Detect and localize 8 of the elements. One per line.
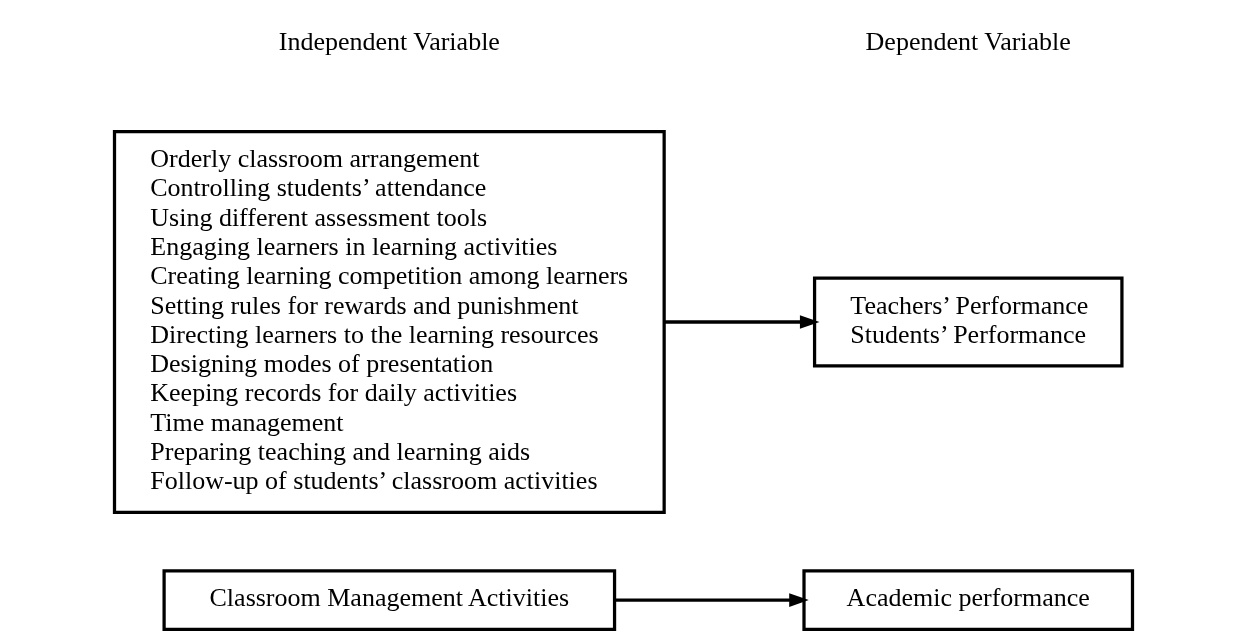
label: Independent Variable <box>278 27 500 57</box>
arrow <box>614 593 809 607</box>
arrow <box>664 315 820 329</box>
node-box: Classroom Management Activities <box>162 569 617 631</box>
node-box: Teachers’ Performance Students’ Performance <box>812 276 1124 368</box>
label: Dependent Variable <box>865 27 1071 57</box>
node-box: Academic performance <box>802 569 1135 631</box>
node-box: Orderly classroom arrangement Controlling students’ attendance Using different assessment tools Engaging learners in learning activities Creating learning competition among learners Setting rules for rewards and punishment Directing learners to the learning resources Designing modes of presentation Keeping records for daily activities Time management Preparing teaching and learning aids Follow-up of students’ classroom activities <box>112 130 666 514</box>
